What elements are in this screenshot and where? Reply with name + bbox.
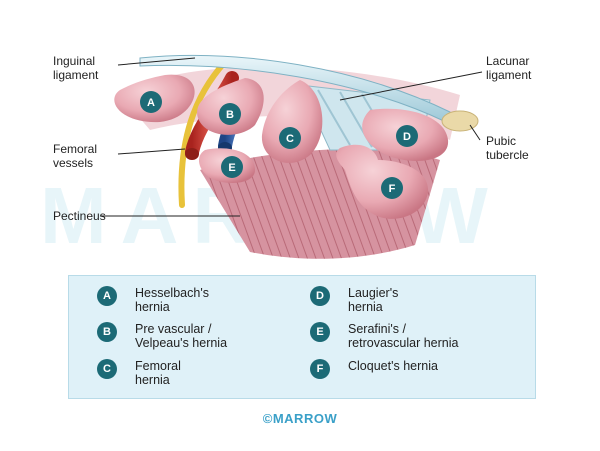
legend-badge-d: D	[310, 286, 330, 306]
marker-c: C	[279, 127, 301, 149]
femoral-nerve	[178, 59, 228, 208]
marker-a: A	[140, 91, 162, 113]
legend-text-f: Cloquet's hernia	[348, 359, 438, 373]
hernia-sac-c	[261, 80, 323, 163]
legend-badge-a: A	[97, 286, 117, 306]
leader-pubic	[469, 124, 481, 141]
svg-text:A: A	[147, 97, 155, 109]
svg-text:B: B	[226, 109, 234, 121]
legend-text-d: Laugier's hernia	[348, 286, 399, 314]
legend-badge-b: B	[97, 322, 117, 342]
legend-item-c: C Femoral hernia	[97, 359, 181, 387]
legend-text-c: Femoral hernia	[135, 359, 181, 387]
label-inguinal-ligament: Inguinal ligament	[53, 54, 99, 82]
label-pubic-tubercle: Pubic tubercle	[486, 134, 529, 162]
label-lacunar-ligament: Lacunar ligament	[486, 54, 532, 82]
svg-text:E: E	[228, 162, 235, 174]
leader-lacunar	[339, 71, 483, 101]
legend-text-b: Pre vascular / Velpeau's hernia	[135, 322, 228, 350]
legend-badge-f: F	[310, 359, 330, 379]
marker-b: B	[219, 103, 241, 125]
legend-badge-c: C	[97, 359, 117, 379]
hernia-sac-f	[336, 144, 429, 219]
leader-femoral	[117, 148, 186, 155]
legend-badge-e: E	[310, 322, 330, 342]
svg-text:D: D	[403, 131, 411, 143]
legend-item-a: A Hesselbach's hernia	[97, 286, 209, 314]
marker-f: F	[381, 177, 403, 199]
legend-text-e: Serafini's / retrovascular hernia	[348, 322, 459, 350]
svg-text:F: F	[389, 183, 396, 195]
label-pectineus: Pectineus	[53, 209, 106, 223]
leader-inguinal	[117, 57, 196, 66]
legend-text-a: Hesselbach's hernia	[135, 286, 209, 314]
pubic-tubercle	[441, 110, 479, 132]
label-femoral-vessels: Femoral vessels	[53, 142, 98, 170]
marker-e: E	[221, 156, 243, 178]
marker-d: D	[396, 125, 418, 147]
svg-text:C: C	[286, 133, 294, 145]
legend-item-b: B Pre vascular / Velpeau's hernia	[97, 322, 227, 350]
legend-item-e: E Serafini's / retrovascular hernia	[310, 322, 458, 350]
legend-panel: A Hesselbach's hernia B Pre vascular / V…	[68, 275, 536, 399]
femoral-artery-end	[185, 148, 199, 160]
legend-item-f: F Cloquet's hernia	[310, 359, 438, 379]
copyright-footer: ©MARROW	[262, 411, 338, 426]
legend-item-d: D Laugier's hernia	[310, 286, 398, 314]
